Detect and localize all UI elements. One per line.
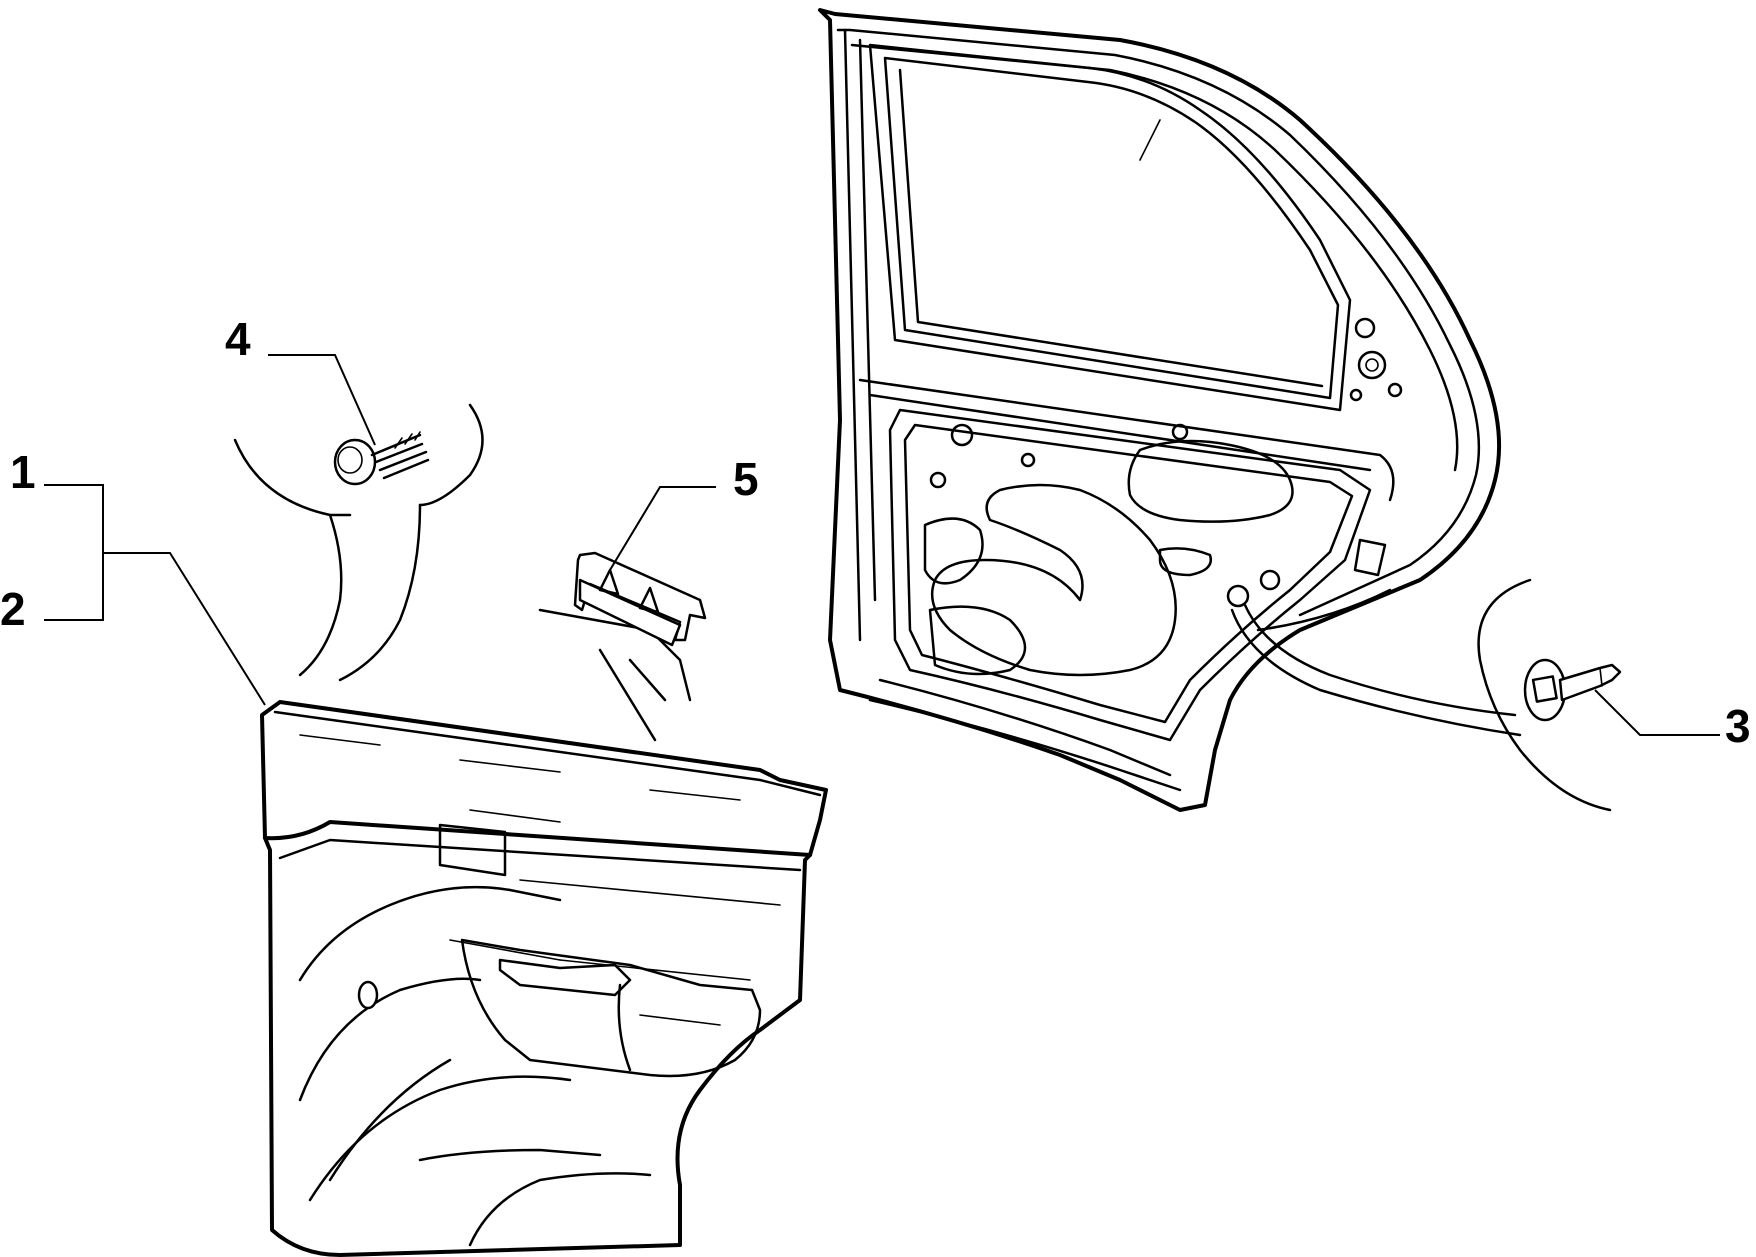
retaining-bracket-icon (538, 551, 707, 742)
door-shell (818, 8, 1522, 812)
panel-clip-icon (233, 403, 484, 682)
leader-lines (44, 354, 1720, 736)
detail-outline-screw (1477, 578, 1612, 812)
label-trim-panel: 1 (10, 446, 36, 498)
door-trim-panel (260, 700, 828, 1257)
label-door-screw: 3 (1725, 700, 1751, 752)
door-screw-icon (1523, 658, 1622, 722)
label-panel-clip: 4 (225, 313, 251, 365)
label-trim-panel-alt: 2 (0, 583, 26, 635)
label-retaining-bracket: 5 (733, 453, 759, 505)
